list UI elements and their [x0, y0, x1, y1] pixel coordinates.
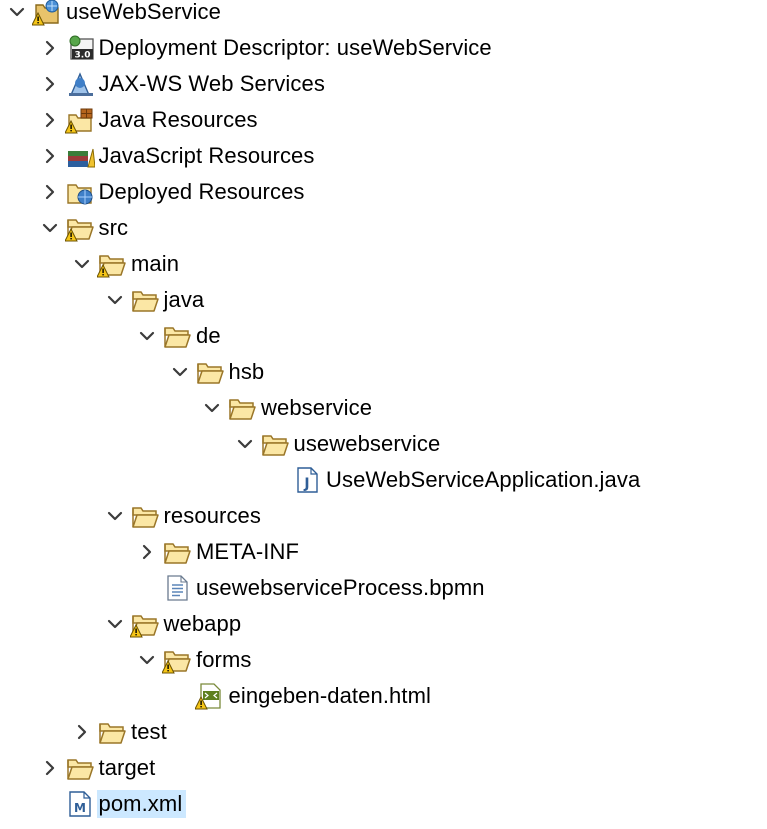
chevron-down-icon[interactable]: [234, 433, 256, 455]
html-file-icon: [193, 681, 225, 711]
chevron-down-icon[interactable]: [136, 649, 158, 671]
tree-item-label: useWebService: [66, 0, 221, 24]
deployed-resources-icon: [65, 177, 95, 207]
tree-item-label: forms: [196, 647, 252, 672]
folder-open-icon: [128, 609, 160, 639]
tree-item-meta-inf[interactable]: META-INF: [0, 534, 767, 570]
tree-item-jax-ws-web-services[interactable]: JAX-WS Web Services: [0, 66, 767, 102]
tree-item-label: META-INF: [196, 539, 300, 564]
tree-item-label: webservice: [261, 395, 373, 420]
folder-open-icon: [97, 717, 127, 747]
folder-open-icon: [260, 429, 290, 459]
folder-open-icon: [227, 393, 257, 423]
tree-item-label: JAX-WS Web Services: [98, 71, 325, 96]
folder-open-icon: [130, 501, 160, 531]
folder-open-icon: [130, 285, 160, 315]
tree-item-label: usewebservice: [293, 431, 441, 456]
text-file-icon: [162, 573, 192, 603]
tree-item-usewebservice[interactable]: useWebService: [0, 0, 767, 30]
chevron-down-icon[interactable]: [136, 325, 158, 347]
folder-open-icon: [162, 321, 192, 351]
chevron-right-icon[interactable]: [39, 181, 61, 203]
jax-ws-services-icon: [65, 69, 95, 99]
java-file-icon: J: [292, 465, 322, 495]
folder-open-icon: [161, 645, 192, 675]
tree-item-deployed-resources[interactable]: Deployed Resources: [0, 174, 767, 210]
chevron-down-icon[interactable]: [6, 1, 28, 23]
tree-item-label: pom.xml: [96, 790, 187, 818]
javascript-resources-icon: [65, 141, 96, 171]
chevron-down-icon[interactable]: [104, 613, 126, 635]
svg-text:J: J: [303, 476, 309, 492]
chevron-right-icon[interactable]: [39, 109, 61, 131]
tree-item-label: usewebserviceProcess.bpmn: [196, 575, 485, 600]
tree-item-label: UseWebServiceApplication.java: [326, 467, 641, 492]
tree-item-label: src: [98, 215, 129, 240]
chevron-right-icon[interactable]: [39, 757, 61, 779]
chevron-down-icon[interactable]: [169, 361, 191, 383]
deployment-descriptor-icon: 3.0: [65, 33, 95, 63]
tree-item-hsb[interactable]: hsb: [0, 354, 767, 390]
tree-item-label: test: [131, 719, 167, 744]
chevron-down-icon[interactable]: [104, 289, 126, 311]
folder-open-icon: [63, 213, 95, 243]
chevron-down-icon[interactable]: [104, 505, 126, 527]
tree-item-label: hsb: [228, 359, 265, 384]
tree-item-usewebserviceprocess-bpmn[interactable]: usewebserviceProcess.bpmn: [0, 570, 767, 606]
tree-item-label: Java Resources: [98, 107, 258, 132]
tree-item-de[interactable]: de: [0, 318, 767, 354]
chevron-right-icon[interactable]: [39, 145, 61, 167]
tree-item-javascript-resources[interactable]: JavaScript Resources: [0, 138, 767, 174]
folder-open-icon: [195, 357, 225, 387]
project-icon: [31, 0, 62, 27]
tree-item-eingeben-daten-html[interactable]: eingeben-daten.html: [0, 678, 767, 714]
folder-open-icon: [96, 249, 127, 279]
tree-item-label: java: [163, 287, 205, 312]
chevron-right-icon[interactable]: [136, 541, 158, 563]
tree-item-forms[interactable]: forms: [0, 642, 767, 678]
tree-item-webapp[interactable]: webapp: [0, 606, 767, 642]
tree-item-java-resources[interactable]: Java Resources: [0, 102, 767, 138]
tree-item-label: webapp: [163, 611, 242, 636]
chevron-down-icon[interactable]: [71, 253, 93, 275]
tree-item-test[interactable]: test: [0, 714, 767, 750]
folder-open-icon: [162, 537, 192, 567]
tree-item-label: eingeben-daten.html: [228, 683, 431, 708]
tree-item-label: main: [131, 251, 180, 276]
chevron-down-icon[interactable]: [39, 217, 61, 239]
tree-item-java[interactable]: java: [0, 282, 767, 318]
svg-text:M: M: [74, 801, 86, 815]
chevron-right-icon[interactable]: [39, 37, 61, 59]
maven-pom-icon: M: [65, 789, 95, 819]
tree-item-label: resources: [163, 503, 261, 528]
tree-item-label: de: [196, 323, 221, 348]
tree-item-deployment-descriptor-usewebservice[interactable]: 3.0 Deployment Descriptor: useWebService: [0, 30, 767, 66]
tree-item-target[interactable]: target: [0, 750, 767, 786]
chevron-right-icon[interactable]: [39, 73, 61, 95]
chevron-down-icon[interactable]: [201, 397, 223, 419]
tree-item-main[interactable]: main: [0, 246, 767, 282]
tree-item-label: JavaScript Resources: [98, 143, 315, 168]
tree-item-label: Deployment Descriptor: useWebService: [98, 35, 492, 60]
tree-item-resources[interactable]: resources: [0, 498, 767, 534]
tree-item-webservice[interactable]: webservice: [0, 390, 767, 426]
svg-text:3.0: 3.0: [74, 51, 90, 61]
chevron-right-icon[interactable]: [71, 721, 93, 743]
tree-item-src[interactable]: src: [0, 210, 767, 246]
java-resources-icon: [63, 105, 95, 135]
tree-item-usewebservice[interactable]: usewebservice: [0, 426, 767, 462]
tree-item-label: target: [98, 755, 156, 780]
tree-item-usewebserviceapplication-java[interactable]: J UseWebServiceApplication.java: [0, 462, 767, 498]
folder-open-icon: [65, 753, 95, 783]
tree-item-label: Deployed Resources: [98, 179, 305, 204]
